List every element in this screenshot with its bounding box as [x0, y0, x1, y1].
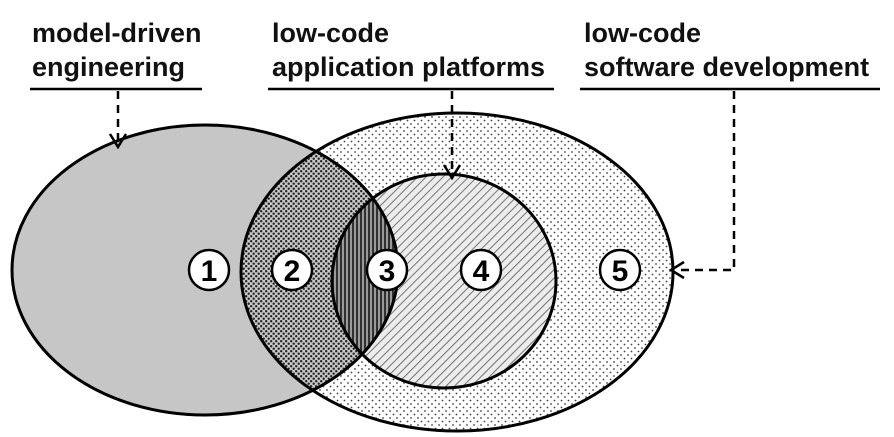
arrowhead-mde-icon: [108, 133, 128, 150]
region-badge-2: 2: [270, 248, 314, 292]
label-mde-line1: model-driven: [32, 18, 202, 48]
label-lcsd-line1: low-code: [584, 18, 701, 48]
label-lcap: low-code application platforms: [268, 18, 554, 91]
connector-mde: [108, 91, 128, 150]
region-number-1: 1: [201, 255, 218, 288]
label-lcsd-line2: software development: [584, 52, 869, 82]
region-number-5: 5: [612, 255, 629, 288]
region-badge-3: 3: [365, 248, 409, 292]
arrowhead-lcap-icon: [442, 164, 462, 181]
label-mde: model-driven engineering: [30, 18, 202, 91]
mde-lcsd-intersection: [241, 125, 398, 415]
region-number-3: 3: [379, 255, 396, 288]
region-number-4: 4: [473, 255, 490, 288]
region-badge-4: 4: [459, 248, 503, 292]
label-lcap-line1: low-code: [272, 18, 389, 48]
region-badge-1: 1: [187, 248, 231, 292]
region-badge-5: 5: [598, 248, 642, 292]
label-lcsd: low-code software development: [580, 18, 880, 91]
region-number-2: 2: [284, 255, 301, 288]
arrowhead-lcsd-icon: [668, 260, 685, 280]
connector-lcsd: [668, 91, 736, 280]
lcap-outline: [330, 172, 558, 390]
connector-lcap: [442, 91, 462, 181]
label-mde-line2: engineering: [32, 52, 185, 82]
label-lcap-line2: application platforms: [272, 52, 545, 82]
